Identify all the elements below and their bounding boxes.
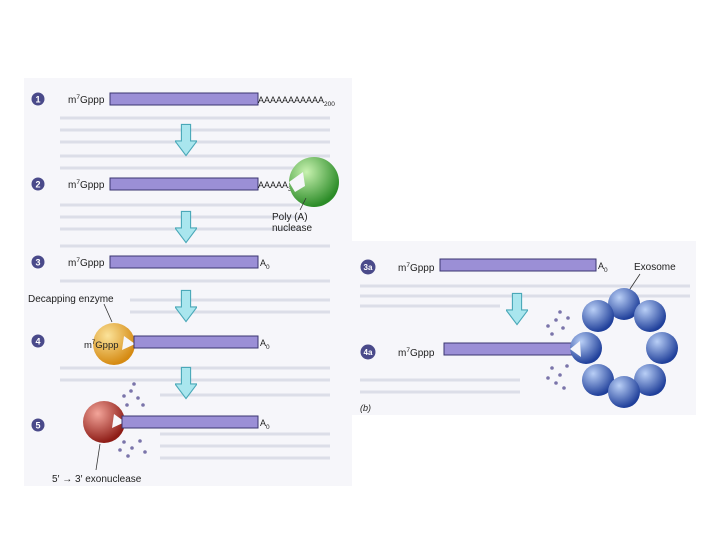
step-4: 4 Decapping enzyme m7Gppp A0 xyxy=(28,294,270,365)
label-leader-line xyxy=(95,443,101,471)
step-number-badge xyxy=(31,418,45,432)
step-number-badge xyxy=(360,259,376,275)
exosome-subunit xyxy=(646,332,678,364)
released-nucleotides xyxy=(546,310,570,390)
label-leader-line xyxy=(627,273,641,293)
step-5: 5 A0 5′ → 3′ exonuclease xyxy=(31,382,270,485)
poly-a-tail-label: A0 xyxy=(260,418,270,431)
step-number: 5 xyxy=(35,421,40,431)
exosome-label: Exosome xyxy=(634,262,676,273)
poly-a-tail-label: A0 xyxy=(260,258,270,271)
exosome-subunit xyxy=(634,300,666,332)
step-number: 2 xyxy=(35,180,40,190)
cap-label: m7Gppp xyxy=(398,347,435,359)
step-number-badge xyxy=(31,177,45,191)
panel-b-label: (b) xyxy=(360,403,371,413)
label-leader-line xyxy=(299,197,307,211)
poly-a-tail-label: AAAAAAAAAAA200 xyxy=(258,95,335,108)
mrna-strand xyxy=(109,92,259,106)
step-number-badge xyxy=(31,255,45,269)
step-number-badge xyxy=(360,344,376,360)
cap-label: m7Gppp xyxy=(84,340,119,351)
mrna-strand xyxy=(443,342,575,356)
step-number: 3a xyxy=(364,263,373,272)
step-3: 3 m7Gppp A0 xyxy=(31,255,270,271)
step-number: 1 xyxy=(35,95,40,105)
step-4a: 4a m7Gppp xyxy=(360,342,575,360)
mrna-strand xyxy=(109,255,259,269)
mrna-strand xyxy=(439,258,597,272)
exosome-subunit xyxy=(608,288,640,320)
poly-a-nuclease-enzyme xyxy=(289,157,339,207)
released-nucleotides xyxy=(118,382,147,458)
poly-a-nuclease-label: Poly (A) nuclease xyxy=(272,212,312,234)
step-number-badge xyxy=(31,334,45,348)
decapping-enzyme xyxy=(93,323,135,365)
step-2: 2 m7Gppp AAAAA30 Poly (A) nuclease xyxy=(31,157,339,234)
exosome-subunit xyxy=(570,332,602,364)
exosome-subunit xyxy=(582,364,614,396)
label-leader-line xyxy=(103,303,113,323)
mrna-strand xyxy=(121,415,259,429)
cap-label: m7Gppp xyxy=(68,94,105,106)
poly-a-tail-label: A0 xyxy=(260,338,270,351)
cap-label: m7Gppp xyxy=(68,257,105,269)
mrna-strand xyxy=(133,335,259,349)
exonuclease-enzyme xyxy=(83,401,125,443)
exonuclease-label: 5′ → 3′ exonuclease xyxy=(52,474,142,485)
mrna-strand xyxy=(109,177,259,191)
step-number: 3 xyxy=(35,258,40,268)
step-number-badge xyxy=(31,92,45,106)
exosome-complex xyxy=(570,288,678,408)
cap-label: m7Gppp xyxy=(398,262,435,274)
step-number: 4 xyxy=(35,337,40,347)
exosome-subunit xyxy=(634,364,666,396)
step-3a: 3a m7Gppp A0 xyxy=(360,258,608,275)
step-number: 4a xyxy=(364,348,373,357)
step-1: 1 m7Gppp AAAAAAAAAAA200 xyxy=(31,92,335,108)
decapping-enzyme-label: Decapping enzyme xyxy=(28,294,114,305)
poly-a-tail-label: A0 xyxy=(598,261,608,274)
cap-label: m7Gppp xyxy=(68,179,105,191)
exosome-subunit xyxy=(608,376,640,408)
exosome-subunit xyxy=(582,300,614,332)
